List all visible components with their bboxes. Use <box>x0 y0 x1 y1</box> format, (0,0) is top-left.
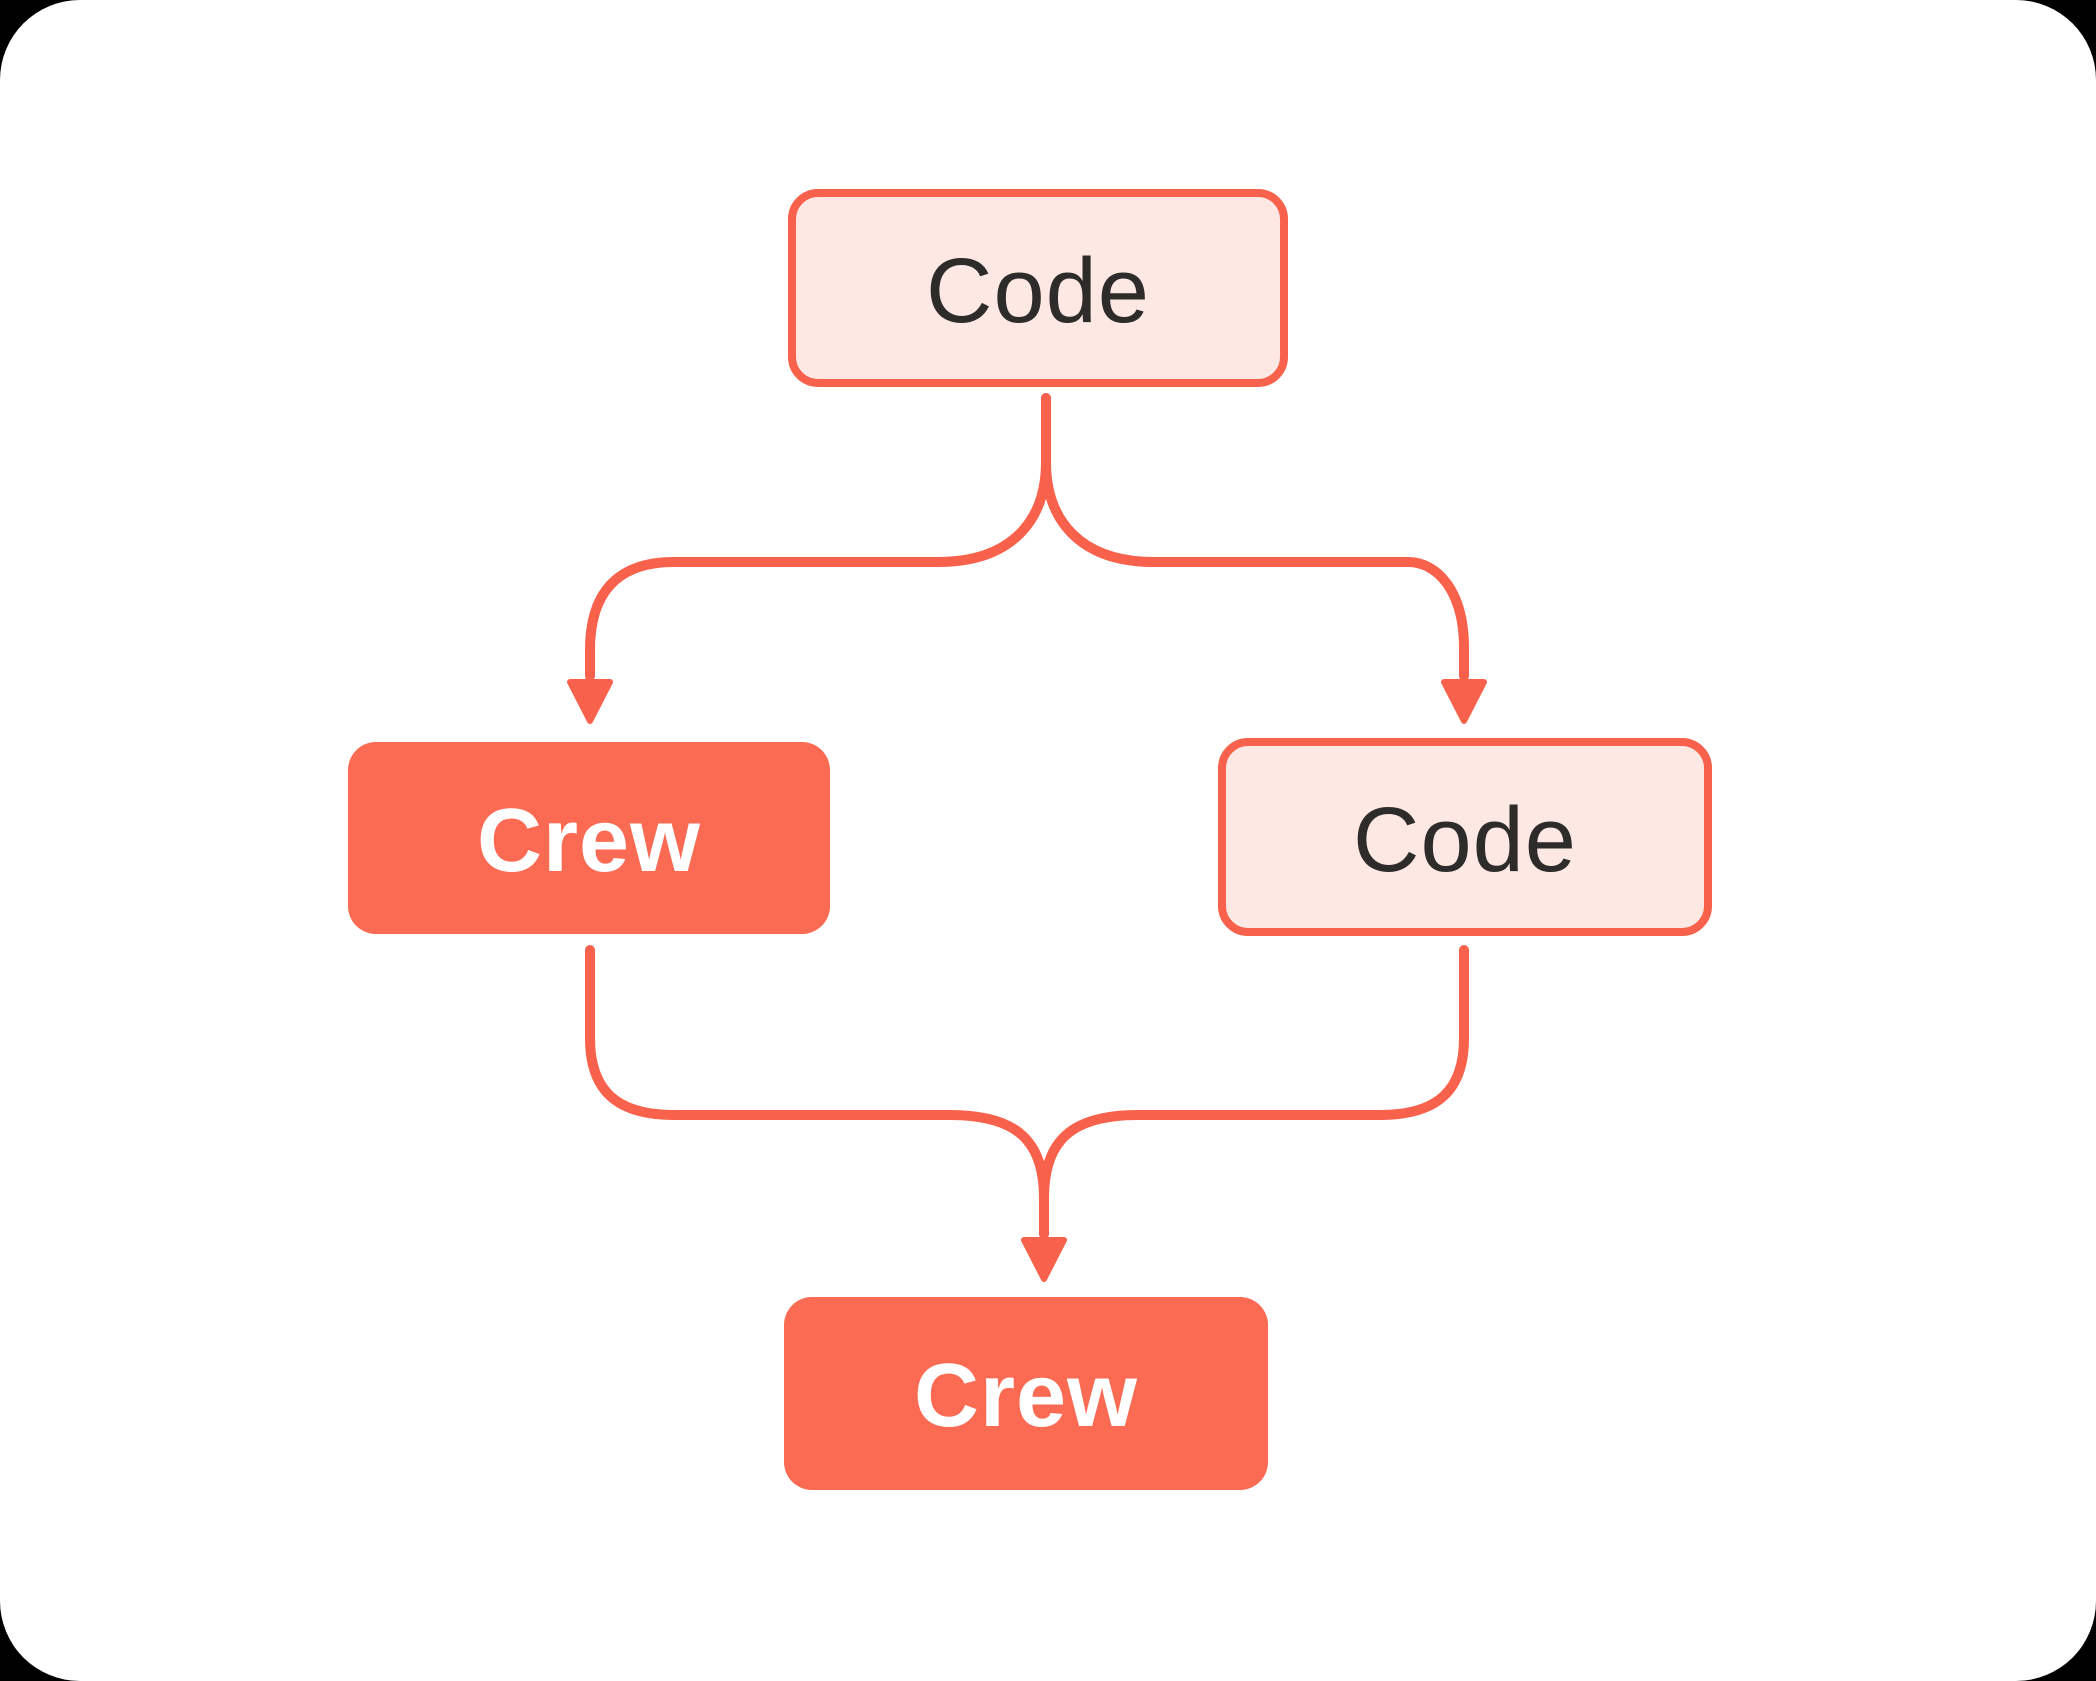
node-crew-bottom: Crew <box>784 1297 1268 1490</box>
edge-right-code-to-bottom-crew <box>1039 945 1469 1239</box>
node-crew-bottom-box <box>784 1297 1268 1490</box>
edge-left-crew-to-bottom-crew <box>585 945 1049 1239</box>
node-code-top: Code <box>788 189 1288 387</box>
arrowhead-right-code <box>1441 679 1487 724</box>
node-crew-left-label: Crew <box>477 791 701 891</box>
arrowhead-bottom-crew <box>1021 1237 1067 1282</box>
arrowhead-left-crew <box>567 679 613 724</box>
node-crew-left-box <box>348 742 830 934</box>
node-code-top-box <box>788 189 1288 387</box>
edge-top-code-to-left-crew <box>585 393 1051 681</box>
node-crew-bottom-label: Crew <box>914 1346 1138 1446</box>
node-code-right: Code <box>1218 738 1712 936</box>
node-crew-left: Crew <box>348 742 830 934</box>
node-code-right-box <box>1218 738 1712 936</box>
node-code-top-label: Code <box>926 240 1150 342</box>
node-code-right-label: Code <box>1353 789 1577 891</box>
edge-top-code-to-right-code <box>1041 393 1469 681</box>
